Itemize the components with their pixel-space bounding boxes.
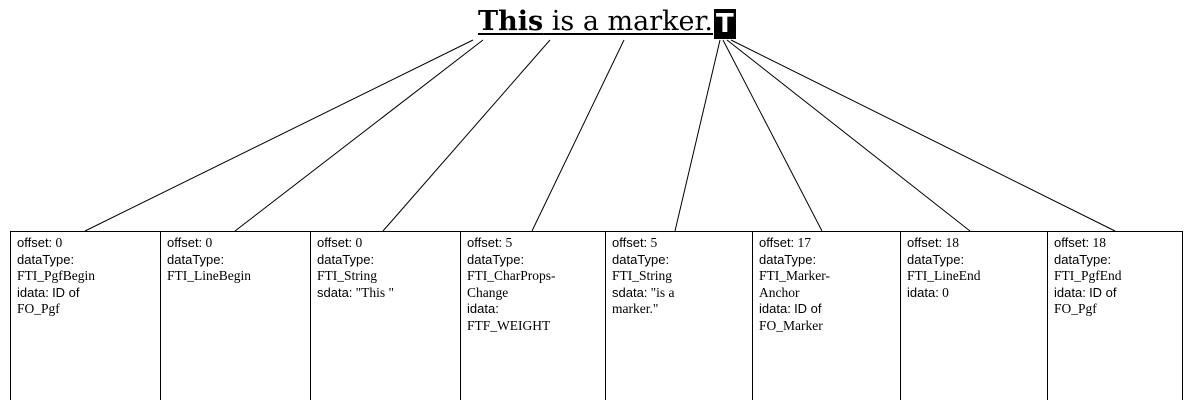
data-value: ID of: [52, 284, 80, 300]
datatype-value: FTI_String: [317, 268, 378, 283]
data-value-line: FO_Marker: [759, 317, 823, 333]
offset-value: 18: [945, 235, 959, 250]
offset-value: 5: [650, 235, 658, 250]
datatype-label: dataType:: [17, 251, 75, 267]
connector-line-3: [382, 39, 551, 232]
datatype-value: FTI_LineEnd: [907, 268, 981, 283]
data-value: 0: [942, 284, 949, 300]
offset-label: offset:: [467, 235, 503, 250]
datatype-label: dataType:: [612, 251, 670, 267]
connector-line-8: [730, 39, 1116, 232]
connector-line-2: [234, 39, 484, 232]
datatype-label: dataType:: [759, 251, 817, 267]
offset-label: offset:: [317, 235, 353, 250]
offset-value: 17: [797, 235, 811, 250]
datatype-label: dataType:: [317, 251, 375, 267]
datatype-value: FTI_Marker-: [759, 268, 830, 283]
offset-label: offset:: [1054, 235, 1090, 250]
data-value-line: FTF_WEIGHT: [467, 317, 551, 333]
datatype-label: dataType:: [167, 251, 225, 267]
offset-value: 18: [1092, 235, 1106, 250]
offset-value: 0: [205, 235, 213, 250]
marker-symbol-icon: T: [714, 9, 736, 39]
data-value-line: FO_Pgf: [17, 301, 60, 316]
connector-line-6: [722, 39, 823, 232]
data-value: ID of: [1089, 284, 1117, 300]
data-value-line: FO_Pgf: [1054, 301, 1097, 316]
data-label: idata:: [17, 284, 49, 300]
datatype-label: dataType:: [467, 251, 525, 267]
offset-value: 0: [355, 235, 363, 250]
datatype-value: FTI_PgfEnd: [1054, 268, 1122, 283]
offset-label: offset:: [612, 235, 648, 250]
offset-label: offset:: [17, 235, 53, 250]
heading-word-bold: This: [478, 6, 544, 37]
datatype-value: FTI_LineBegin: [167, 268, 251, 283]
offset-label: offset:: [907, 235, 943, 250]
datatype-value: FTI_String: [612, 268, 673, 283]
data-label: idata:: [1054, 284, 1086, 300]
datatype-label: dataType:: [1054, 251, 1112, 267]
connector-line-1: [84, 39, 474, 232]
datatype-value: Change: [467, 284, 509, 300]
heading-text: This is a marker.T: [478, 2, 736, 42]
data-label: idata:: [907, 284, 939, 300]
connector-line-7: [726, 39, 971, 232]
data-value: "is a: [650, 284, 675, 300]
data-label: idata:: [759, 301, 791, 316]
data-value: ID of: [794, 301, 822, 316]
offset-value: 0: [55, 235, 63, 250]
datatype-value: FTI_CharProps-: [467, 268, 556, 283]
data-label: sdata:: [317, 284, 353, 300]
data-label: sdata:: [612, 284, 648, 300]
offset-label: offset:: [167, 235, 203, 250]
offset-value: 5: [505, 235, 513, 250]
connector-line-4: [531, 39, 625, 232]
datatype-value: FTI_PgfBegin: [17, 268, 96, 283]
datatype-value: Anchor: [759, 284, 800, 300]
datatype-label: dataType:: [907, 251, 965, 267]
data-label: idata:: [467, 301, 499, 316]
offset-label: offset:: [759, 235, 795, 250]
connector-line-5: [674, 39, 721, 232]
data-value: "This ": [355, 284, 395, 300]
data-value-line: marker.": [612, 301, 659, 316]
heading-rest: is a marker.: [543, 6, 713, 37]
